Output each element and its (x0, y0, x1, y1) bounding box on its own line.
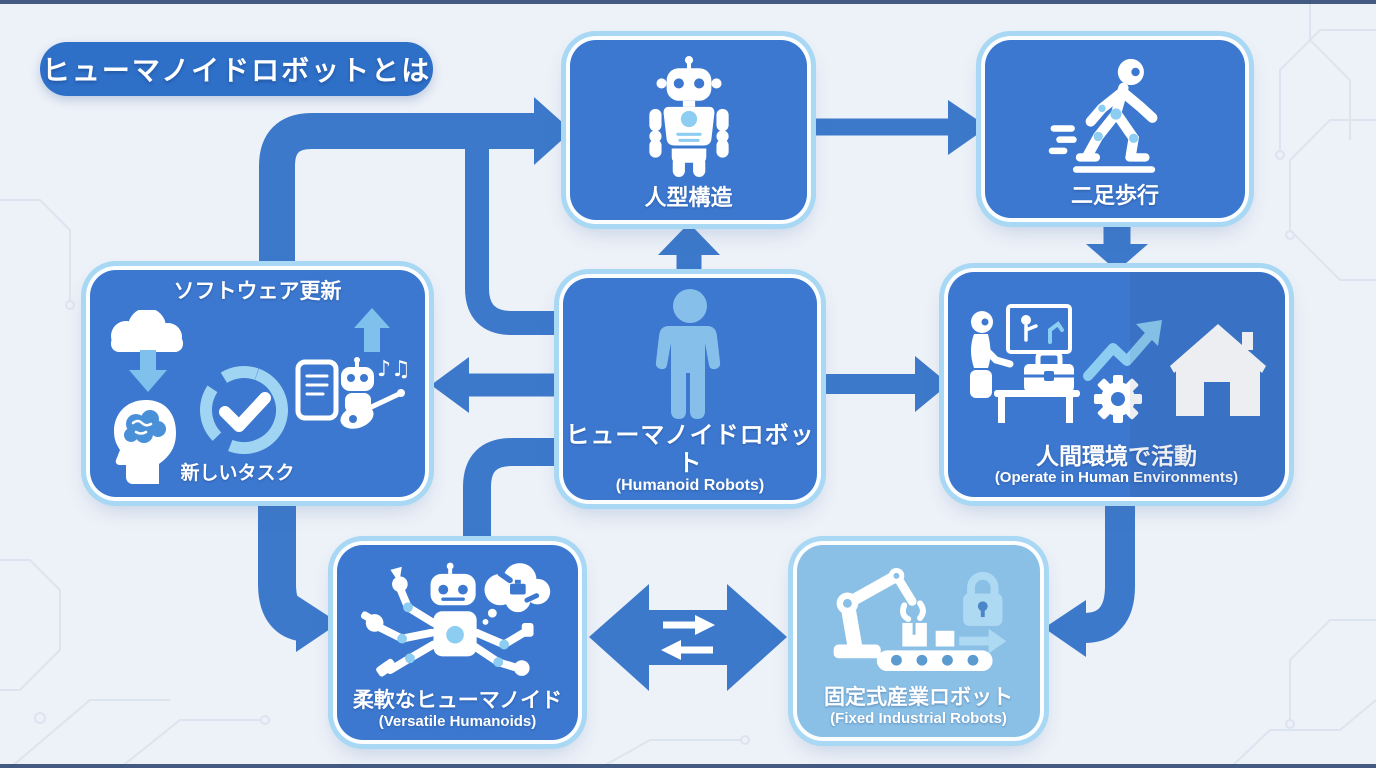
edge-versatile-industrial-double-arrow (589, 584, 787, 691)
industrial-icons (833, 567, 1006, 671)
growth-arrow-icon (1082, 319, 1162, 381)
whiteboard-icon (1005, 303, 1072, 354)
progress-check-icon (200, 366, 289, 454)
node-software-update: ソフトウェア更新 (90, 270, 425, 497)
node-label: 人間環境で活動 (1036, 443, 1197, 470)
robot-arm-icon (833, 567, 926, 658)
node-fixed-industrial-robots: 固定式産業ロボット (Fixed Industrial Robots) (797, 545, 1040, 737)
node-versatile-humanoids: 柔軟なヒューマノイド (Versatile Humanoids) (337, 545, 578, 740)
node-sublabel: (Operate in Human Environments) (994, 468, 1239, 486)
edge-software-to-structure (259, 113, 536, 274)
diagram-title-text: ヒューマノイドロボットとは (41, 55, 432, 86)
node-humanoid-structure: 人型構造 (570, 40, 807, 220)
arrowhead (431, 357, 469, 413)
edge-center-to-structure-loop (465, 138, 567, 335)
top-border-strip (0, 0, 1376, 4)
arrowhead (915, 356, 949, 412)
node-caption: 新しいタスク (180, 463, 295, 485)
node-label: 固定式産業ロボット (824, 686, 1013, 710)
music-notes-icon: ♪♫ (377, 357, 411, 382)
environment-icons (969, 303, 1266, 423)
robot-guitar-icon (340, 357, 405, 429)
node-bipedal-walking: 二足歩行 (985, 40, 1245, 218)
arrowhead (1086, 244, 1148, 271)
brain-head-icon (114, 400, 177, 484)
node-label: 二足歩行 (1070, 182, 1159, 208)
upload-arrow-icon (353, 308, 390, 352)
node-sublabel: (Versatile Humanoids) (378, 712, 537, 730)
toolbox-icon (1023, 350, 1074, 392)
tablet-icon (295, 359, 339, 421)
node-sublabel: (Fixed Industrial Robots) (830, 709, 1007, 727)
node-humanoid-robots: ヒューマノイドロボット (Humanoid Robots) (563, 278, 817, 500)
person-icon (655, 289, 721, 419)
tablet-robot-group: ♪♫ (295, 357, 411, 429)
node-label: 柔軟なヒューマノイド (352, 689, 563, 713)
arrowhead (534, 97, 572, 165)
walking-robot-icon (1048, 59, 1158, 174)
edge-environment-to-industrial (1083, 494, 1135, 643)
node-human-environments: 人間環境で活動 (Operate in Human Environments) (948, 272, 1285, 497)
transfer-arrow-icon (958, 628, 1006, 654)
arrowhead (1044, 600, 1086, 657)
gear-icon (1093, 374, 1142, 423)
node-label: ソフトウェア更新 (173, 280, 342, 303)
humanoid-robot-icon (648, 56, 729, 178)
bottom-border-strip (0, 764, 1376, 768)
lock-icon (962, 571, 1002, 626)
cloud-download-icon (111, 310, 184, 392)
node-label: 人型構造 (644, 184, 733, 210)
arrowhead (296, 595, 339, 652)
diagram-title: ヒューマノイドロボットとは (40, 42, 433, 96)
arrowhead (948, 100, 988, 155)
exchange-icon (661, 615, 715, 660)
node-sublabel: (Humanoid Robots) (615, 477, 765, 495)
conveyor-icon (876, 622, 993, 671)
multi-arm-robot-icon (360, 562, 550, 677)
arrowhead (658, 223, 720, 255)
node-label: ヒューマノイドロボット (565, 422, 815, 477)
edge-center-to-versatile (463, 438, 567, 552)
house-icon (1169, 323, 1266, 416)
